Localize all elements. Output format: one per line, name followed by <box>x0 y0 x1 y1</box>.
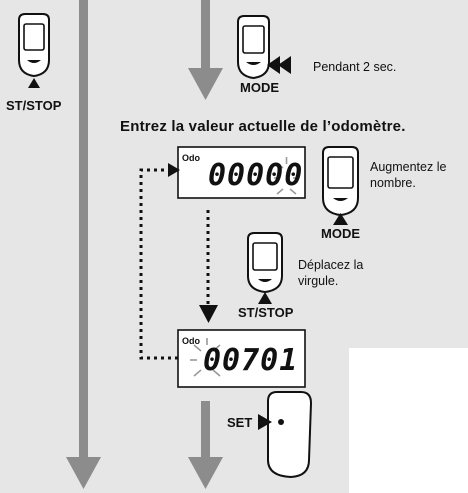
set-arrow-icon <box>258 414 272 430</box>
increase-instruction-line1: Augmentez le <box>370 160 447 174</box>
blink-rays-icon <box>190 338 221 377</box>
computer-unit-icon <box>18 13 50 78</box>
computer-unit-icon <box>247 232 283 294</box>
cradle-icon <box>267 391 313 479</box>
blank-corner <box>349 348 468 493</box>
display-value: 00701 <box>203 343 299 378</box>
move-instruction-line2: virgule. <box>298 274 339 288</box>
down-arrowhead <box>199 305 218 323</box>
computer-unit-icon <box>322 146 359 217</box>
move-instruction-line1: Déplacez la <box>298 258 364 272</box>
right-arrowhead <box>168 163 180 177</box>
blink-rays-icon <box>274 157 299 195</box>
mode-label: MODE <box>321 226 360 241</box>
lcd-display <box>177 329 306 388</box>
left-flow-arrow <box>66 0 101 489</box>
instruction-heading: Entrez la valeur actuelle de l’odomètre. <box>120 118 406 135</box>
mode-label: MODE <box>240 80 279 95</box>
increase-instruction-line2: nombre. <box>370 176 416 190</box>
set-label: SET <box>227 415 253 430</box>
press-arrow-icon <box>258 292 272 304</box>
bottom-flow-arrow <box>188 401 223 489</box>
lcd-display <box>177 146 306 199</box>
hold-arrow-icon <box>267 56 291 74</box>
display-unit-label: Odo <box>182 336 200 346</box>
computer-unit-icon <box>237 15 270 80</box>
st-stop-label: ST/STOP <box>238 305 294 320</box>
hold-duration-label: Pendant 2 sec. <box>313 60 397 74</box>
display-value: 00000 <box>208 158 304 193</box>
press-arrow-icon <box>333 213 348 225</box>
press-arrow-icon <box>28 78 40 88</box>
loop-arrow <box>139 168 210 360</box>
top-flow-arrow <box>188 0 223 100</box>
display-unit-label: Odo <box>182 153 200 163</box>
st-stop-label: ST/STOP <box>6 98 62 113</box>
